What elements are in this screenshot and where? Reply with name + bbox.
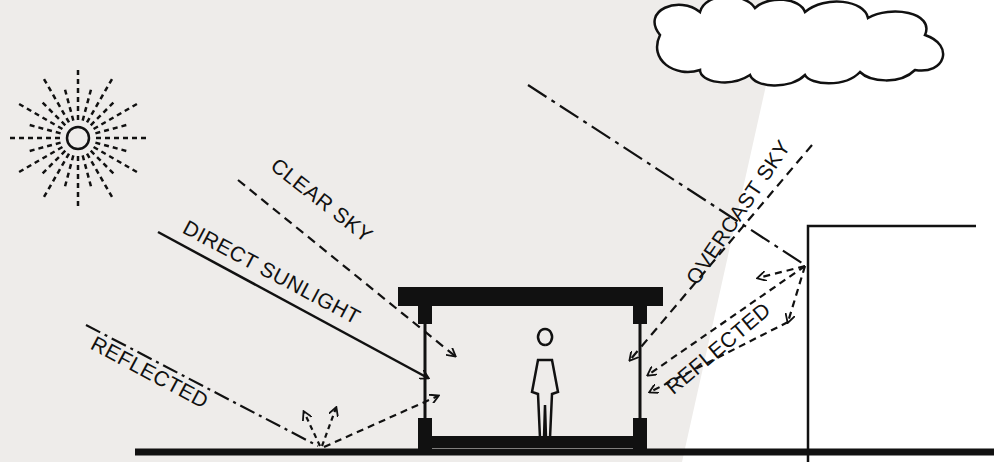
reflected-label: REFLECTED	[88, 332, 212, 411]
adjacent-building	[808, 226, 976, 462]
ground-line	[135, 449, 994, 456]
clear-sky-label: CLEAR SKY	[267, 154, 376, 246]
cloud-symbol	[655, 0, 944, 86]
direct-sun-ray	[158, 232, 428, 378]
reflected-rays-left	[86, 325, 438, 447]
sun-symbol	[10, 70, 146, 206]
building-section	[398, 287, 663, 450]
person-figure	[532, 329, 558, 438]
direct-sunlight-label: DIRECT SUNLIGHT	[180, 216, 364, 327]
